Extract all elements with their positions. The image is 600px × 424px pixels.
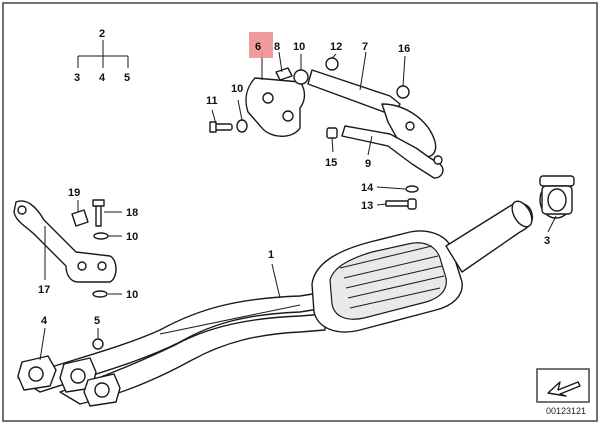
washer-10 bbox=[92, 290, 108, 298]
bolt-15 bbox=[326, 127, 338, 139]
rear-bracket bbox=[307, 57, 444, 179]
leader-lines bbox=[39, 51, 557, 361]
nut-12 bbox=[325, 57, 339, 71]
highlighted-callout-box bbox=[249, 32, 273, 58]
callout-label: 8 bbox=[274, 41, 280, 53]
washer-10 bbox=[93, 232, 109, 240]
clamp-3 bbox=[539, 175, 575, 219]
legend-tree: 2 3 4 5 bbox=[74, 28, 130, 84]
legend-child-label: 5 bbox=[124, 72, 130, 84]
callout-label: 18 bbox=[126, 207, 138, 219]
callout-label: 10 bbox=[293, 41, 305, 53]
nut-19 bbox=[71, 209, 89, 227]
callout-label: 16 bbox=[398, 43, 410, 55]
nut-16 bbox=[396, 85, 410, 99]
callout-label: 7 bbox=[362, 41, 368, 53]
callout-label: 4 bbox=[41, 315, 48, 327]
callout-label: 17 bbox=[38, 284, 50, 296]
nut-5 bbox=[92, 338, 104, 350]
front-bracket-17 bbox=[13, 199, 117, 298]
callout-label: 1 bbox=[268, 249, 274, 261]
nut-10 bbox=[293, 69, 309, 85]
catalytic-converter bbox=[311, 200, 534, 333]
callout-label: 14 bbox=[361, 182, 374, 194]
callout-label: 10 bbox=[126, 231, 138, 243]
legend-root-label: 2 bbox=[99, 28, 105, 40]
callout-label: 13 bbox=[361, 200, 373, 212]
callout-label: 10 bbox=[231, 83, 243, 95]
legend-child-label: 3 bbox=[74, 72, 80, 84]
hanger-plate bbox=[245, 67, 309, 137]
bolt-18 bbox=[95, 203, 102, 227]
callout-label: 11 bbox=[206, 95, 218, 107]
callout-label: 6 bbox=[255, 41, 261, 53]
bolt-13-group bbox=[385, 185, 419, 210]
callout-label: 19 bbox=[68, 187, 80, 199]
part-callouts: 6 8 10 12 7 16 11 10 15 9 14 13 19 18 10… bbox=[38, 41, 550, 327]
callout-label: 12 bbox=[330, 41, 342, 53]
callout-label: 15 bbox=[325, 157, 337, 169]
callout-label: 9 bbox=[365, 158, 371, 170]
callout-label: 5 bbox=[94, 315, 100, 327]
catalog-number: 00123121 bbox=[546, 406, 586, 416]
bolt-11-group bbox=[209, 119, 248, 133]
legend-child-label: 4 bbox=[99, 72, 106, 84]
direction-arrow-icon bbox=[536, 368, 590, 403]
bolt-8 bbox=[275, 67, 293, 81]
callout-label: 10 bbox=[126, 289, 138, 301]
flange-gaskets bbox=[17, 338, 121, 407]
callout-label: 3 bbox=[544, 235, 550, 247]
